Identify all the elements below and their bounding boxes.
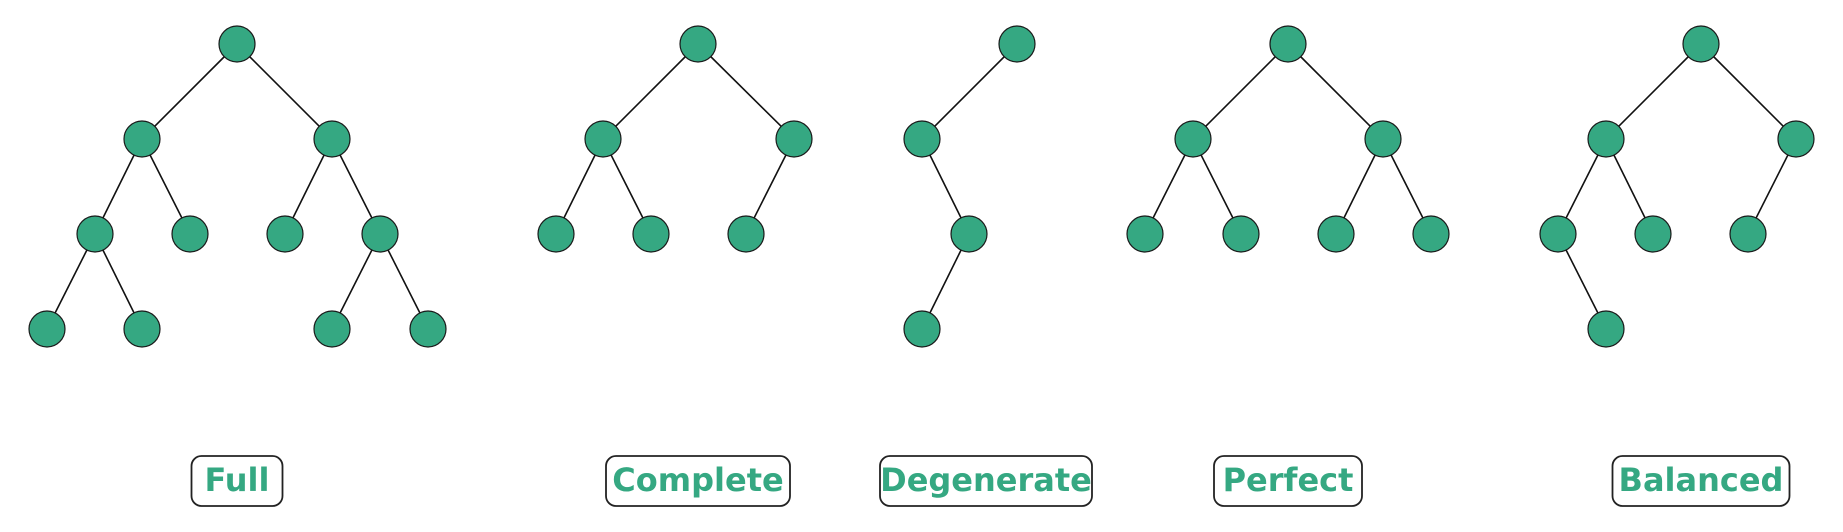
- perfect-caption: Perfect: [1213, 455, 1363, 507]
- full-tree-node-rr: [361, 215, 399, 253]
- perfect-tree-node-root: [1269, 25, 1307, 63]
- degenerate-tree-node-l: [903, 120, 941, 158]
- full-tree-node-lr: [171, 215, 209, 253]
- full-tree-node-llr: [123, 310, 161, 348]
- complete-caption-label: Complete: [612, 461, 783, 499]
- balanced-tree-node-lr: [1634, 215, 1672, 253]
- full-tree-node-rl: [266, 215, 304, 253]
- perfect-tree-node-ll: [1126, 215, 1164, 253]
- complete-tree-node-root: [679, 25, 717, 63]
- complete-tree-edge-root-r: [697, 43, 795, 140]
- balanced-tree-node-l: [1587, 120, 1625, 158]
- full-caption: Full: [190, 455, 284, 507]
- complete-tree-edge-root-l: [602, 43, 699, 140]
- full-tree-node-ll: [76, 215, 114, 253]
- full-tree-node-r: [313, 120, 351, 158]
- balanced-tree-node-rl: [1729, 215, 1767, 253]
- full-tree-node-lll: [28, 310, 66, 348]
- full-tree-node-rrl: [313, 310, 351, 348]
- balanced-caption-box: [1611, 455, 1791, 507]
- balanced-tree-edge-root-l: [1605, 43, 1702, 140]
- degenerate-caption-box: [879, 455, 1093, 507]
- balanced-tree-node-ll: [1539, 215, 1577, 253]
- balanced-tree-node-llr: [1587, 310, 1625, 348]
- complete-tree-node-rl: [727, 215, 765, 253]
- balanced-tree-node-r: [1777, 120, 1815, 158]
- complete-tree-node-ll: [537, 215, 575, 253]
- degenerate-caption: Degenerate: [879, 455, 1093, 507]
- balanced-tree-edge-root-r: [1700, 43, 1797, 140]
- complete-tree-node-lr: [632, 215, 670, 253]
- complete-tree-node-l: [584, 120, 622, 158]
- degenerate-tree-node-lr: [950, 215, 988, 253]
- perfect-tree-edge-root-l: [1192, 43, 1289, 140]
- full-tree-node-l: [123, 120, 161, 158]
- full-tree-edge-root-l: [141, 43, 238, 140]
- perfect-tree-node-l: [1174, 120, 1212, 158]
- degenerate-tree-node-lrl: [903, 310, 941, 348]
- full-tree-edge-root-r: [236, 43, 333, 140]
- balanced-caption-label: Balanced: [1619, 461, 1784, 499]
- captions-layer: Full Complete Degenerate Perfect Balanced: [190, 455, 1791, 507]
- full-caption-label: Full: [205, 461, 270, 499]
- complete-tree-node-r: [775, 120, 813, 158]
- perfect-tree-node-rr: [1412, 215, 1450, 253]
- full-caption-box: [190, 455, 284, 507]
- perfect-tree-node-r: [1364, 120, 1402, 158]
- degenerate-tree-edge-root-l: [921, 43, 1018, 140]
- full-tree-node-rrr: [409, 310, 447, 348]
- perfect-caption-label: Perfect: [1223, 461, 1354, 499]
- edges-layer: [46, 43, 1797, 330]
- complete-caption-box: [605, 455, 791, 507]
- perfect-tree-edge-root-r: [1287, 43, 1384, 140]
- degenerate-tree-node-root: [998, 25, 1036, 63]
- perfect-tree-node-lr: [1222, 215, 1260, 253]
- balanced-caption: Balanced: [1611, 455, 1791, 507]
- balanced-tree-node-root: [1682, 25, 1720, 63]
- full-tree-node-root: [218, 25, 256, 63]
- perfect-caption-box: [1213, 455, 1363, 507]
- degenerate-caption-label: Degenerate: [880, 461, 1092, 499]
- nodes-layer: [28, 25, 1815, 348]
- complete-caption: Complete: [605, 455, 791, 507]
- perfect-tree-node-rl: [1317, 215, 1355, 253]
